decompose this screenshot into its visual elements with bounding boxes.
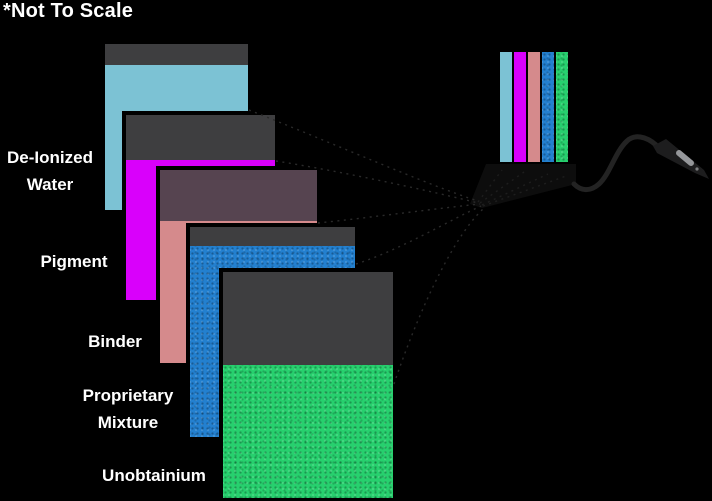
dotted-flow-line-unobtainium <box>393 208 484 385</box>
output-stripe-pigment <box>514 52 526 162</box>
pen-highlight-dot <box>695 167 699 171</box>
fan-line <box>481 173 549 206</box>
fan-line <box>482 175 567 207</box>
not-to-scale-note: *Not To Scale <box>3 0 134 22</box>
pen-cable <box>571 134 659 193</box>
card-fill-unobtainium <box>223 365 393 498</box>
pen-body <box>653 139 709 179</box>
fan-line <box>479 171 525 204</box>
output-stripe-deionized-water <box>500 52 512 162</box>
funnel-fan-lines <box>477 169 567 207</box>
ingredient-card-unobtainium <box>223 272 393 498</box>
pen-highlight <box>676 150 694 166</box>
label-binder: Binder <box>88 332 142 351</box>
collector-funnel <box>470 164 576 208</box>
card-header <box>126 115 275 160</box>
output-stripe-proprietary-mixture <box>542 52 554 162</box>
card-header <box>160 170 317 221</box>
card-header <box>105 44 248 65</box>
label-pigment: Pigment <box>40 252 108 271</box>
output-stripe-binder <box>528 52 540 162</box>
card-header <box>190 227 355 246</box>
dotted-flow-line-proprietary-mixture <box>355 205 482 265</box>
stylus-pen-icon <box>653 139 709 179</box>
dotted-flow-line-binder <box>317 203 481 224</box>
label-proprietary-mixture: Proprietary Mixture <box>82 386 174 432</box>
card-header <box>223 272 393 365</box>
output-stripe-unobtainium <box>556 52 568 162</box>
label-deionized-water: De-Ionized Water <box>7 148 93 194</box>
label-unobtainium: Unobtainium <box>102 466 206 485</box>
fan-line <box>477 169 503 203</box>
